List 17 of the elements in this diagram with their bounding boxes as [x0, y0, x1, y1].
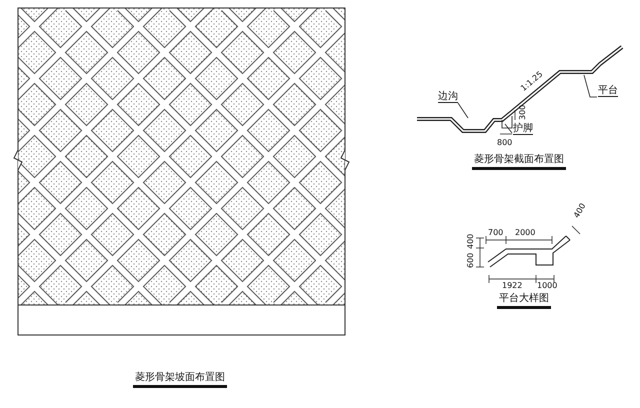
dimension-text: 2000 — [515, 228, 536, 238]
leader-line — [458, 102, 468, 118]
dimension-text: 600 — [466, 252, 476, 268]
dimension-text: 300 — [518, 104, 528, 120]
drawing-title: 平台大样图 — [497, 293, 551, 309]
part-label: 平台 — [598, 86, 618, 97]
dimension-text: 800 — [497, 138, 512, 148]
drawing-title: 菱形骨架坡面布置图 — [133, 372, 227, 388]
part-label: 护脚 — [513, 124, 533, 135]
dimension-text: 400 — [466, 234, 476, 249]
drawing-title: 菱形骨架截面布置图 — [472, 154, 566, 170]
part-label: 边沟 — [438, 92, 458, 103]
leader-line — [504, 124, 512, 134]
dimension-text: 700 — [488, 228, 504, 238]
leader-line — [584, 74, 598, 98]
dimension-text: 1000 — [537, 281, 558, 291]
dimension-text: 1922 — [502, 281, 522, 291]
